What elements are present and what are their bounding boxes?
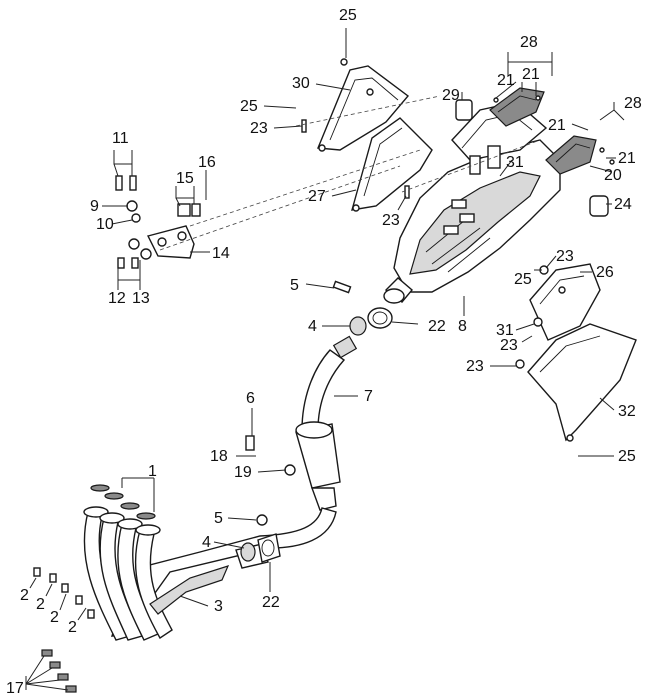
callout-3: 3: [214, 598, 223, 615]
nuts-17: [41, 649, 77, 693]
gasket-4-upper: [349, 316, 367, 336]
muffler-8: [383, 139, 561, 304]
callout-25: 25: [514, 271, 532, 288]
callout-1: 1: [148, 463, 157, 480]
rubber-mount-24: [589, 195, 609, 217]
callout-labels: 25 28 30 21 21 29 28 25 23 21 21 11 16 3…: [6, 7, 642, 697]
callout-15: 15: [176, 170, 194, 187]
callout-25: 25: [618, 448, 636, 465]
gasket-4-lower: [240, 542, 256, 562]
hanger-bracket-14: [115, 175, 201, 269]
callout-23: 23: [382, 212, 400, 229]
callout-21: 21: [618, 150, 636, 167]
gasket-rings-1: [90, 484, 156, 520]
callout-11: 11: [112, 130, 129, 147]
callout-5: 5: [214, 510, 223, 527]
end-cap-lower: [545, 135, 597, 175]
callout-2: 2: [68, 619, 77, 636]
callout-12: 12: [108, 290, 126, 307]
callout-23: 23: [556, 248, 574, 265]
callout-16: 16: [198, 154, 216, 171]
callout-30: 30: [292, 75, 310, 92]
callout-29: 29: [442, 87, 460, 104]
callout-5: 5: [290, 277, 299, 294]
callout-25: 25: [339, 7, 357, 24]
heat-shield-27: [351, 117, 433, 212]
callout-21: 21: [548, 117, 566, 134]
callout-23: 23: [500, 337, 518, 354]
callout-14: 14: [212, 245, 230, 262]
callout-8: 8: [458, 318, 467, 335]
callout-6: 6: [246, 390, 255, 407]
callout-19: 19: [234, 464, 252, 481]
callout-25: 25: [240, 98, 258, 115]
callout-31: 31: [506, 154, 524, 171]
small-fasteners: [245, 58, 615, 526]
header-pipe-3: [83, 506, 337, 641]
clamp-22-lower: [257, 533, 281, 563]
callout-4: 4: [308, 318, 317, 335]
callout-32: 32: [618, 403, 636, 420]
callout-24: 24: [614, 196, 632, 213]
assembly-axes: [159, 95, 541, 251]
callout-23: 23: [250, 120, 268, 137]
studs-2: [33, 567, 95, 619]
callout-2: 2: [50, 609, 59, 626]
end-cap-upper: [489, 87, 545, 127]
callout-26: 26: [596, 264, 614, 281]
callout-17: 17: [6, 680, 24, 697]
mid-pipe-7: [295, 335, 358, 511]
rubber-mount-29: [455, 99, 473, 121]
leader-lines: [25, 28, 625, 691]
callout-21: 21: [522, 66, 540, 83]
callout-27: 27: [308, 188, 326, 205]
heat-shield-30: [316, 65, 410, 152]
callout-2: 2: [36, 596, 45, 613]
callout-22: 22: [262, 594, 280, 611]
callout-22: 22: [428, 318, 446, 335]
clamp-22-upper: [367, 307, 393, 329]
callout-28: 28: [520, 34, 538, 51]
callout-21: 21: [497, 72, 515, 89]
callout-9: 9: [90, 198, 99, 215]
callout-20: 20: [604, 167, 622, 184]
heat-shield-32: [527, 323, 637, 442]
callout-18: 18: [210, 448, 228, 465]
callout-2: 2: [20, 587, 29, 604]
callout-28: 28: [624, 95, 642, 112]
callout-13: 13: [132, 290, 150, 307]
callout-7: 7: [364, 388, 373, 405]
callout-23: 23: [466, 358, 484, 375]
heat-shield-26: [529, 263, 601, 341]
callout-4: 4: [202, 534, 211, 551]
callout-31: 31: [496, 322, 514, 339]
callout-10: 10: [96, 216, 114, 233]
parts-artwork: [33, 58, 637, 693]
